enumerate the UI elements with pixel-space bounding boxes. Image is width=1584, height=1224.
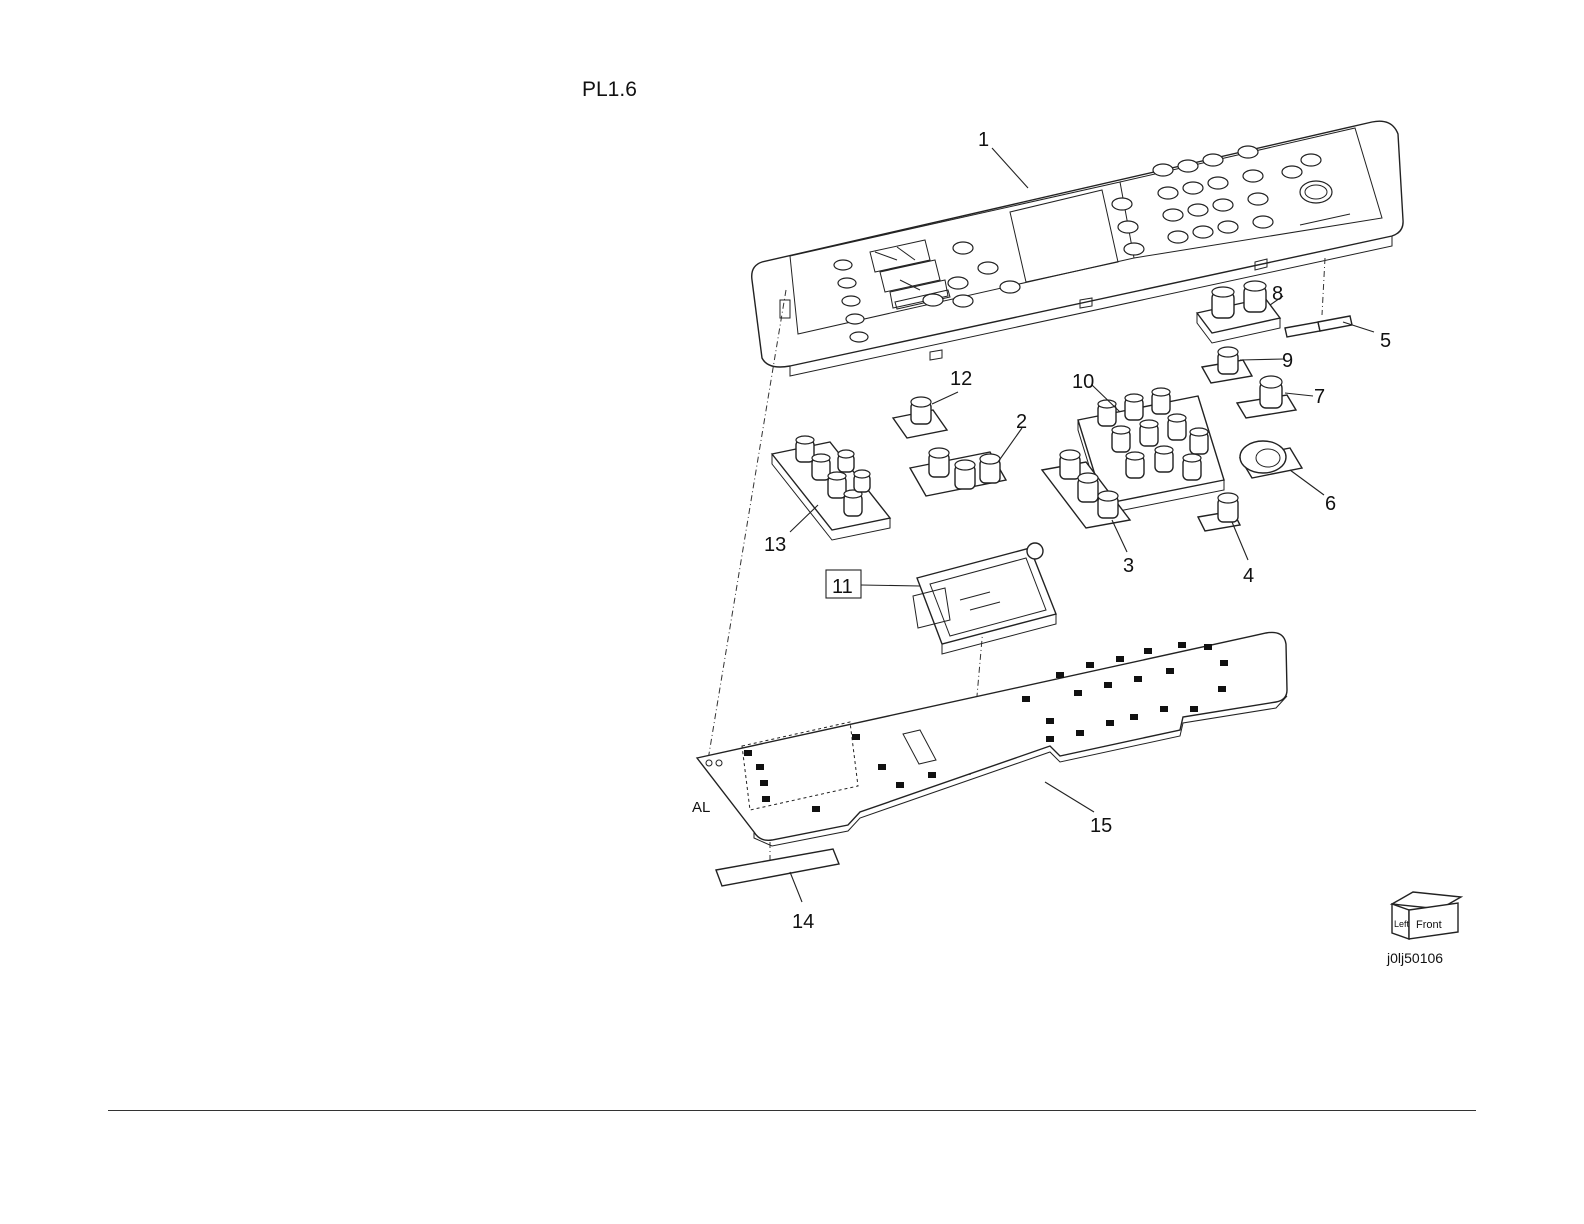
footer-rule [108, 1110, 1476, 1111]
control-pcb-15 [697, 632, 1287, 846]
lcd-assembly-11 [913, 543, 1056, 654]
figure-id: j0lj50106 [1386, 950, 1443, 966]
callout-7: 7 [1314, 386, 1325, 408]
callout-12: 12 [950, 368, 972, 390]
callout-4: 4 [1243, 565, 1254, 587]
callout-6: 6 [1325, 493, 1336, 515]
callout-13: 13 [764, 534, 786, 556]
callout-5: 5 [1380, 330, 1391, 352]
key-12 [893, 397, 947, 438]
callout-15: 15 [1090, 815, 1112, 837]
key-assembly-8 [1197, 281, 1280, 343]
callout-9: 9 [1282, 350, 1293, 372]
callout-10: 10 [1072, 371, 1094, 393]
callout-14: 14 [792, 911, 814, 933]
callout-1: 1 [978, 129, 989, 151]
key-9 [1202, 347, 1252, 383]
cube-front-label: Front [1416, 919, 1442, 931]
key-assembly-13 [772, 436, 890, 540]
orientation-cube: Left Front j0lj50106 [1386, 892, 1461, 966]
callout-11: 11 [832, 576, 853, 598]
key-7 [1237, 376, 1296, 418]
cube-left-label: Left [1394, 919, 1410, 929]
label-14 [716, 849, 839, 886]
callout-3: 3 [1123, 555, 1134, 577]
control-panel-cover [752, 121, 1403, 376]
label-strip-5 [1285, 316, 1352, 337]
ref-label-al: AL [692, 799, 710, 816]
callout-8: 8 [1272, 283, 1283, 305]
callout-2: 2 [1016, 411, 1027, 433]
key-assembly-2 [910, 448, 1006, 496]
